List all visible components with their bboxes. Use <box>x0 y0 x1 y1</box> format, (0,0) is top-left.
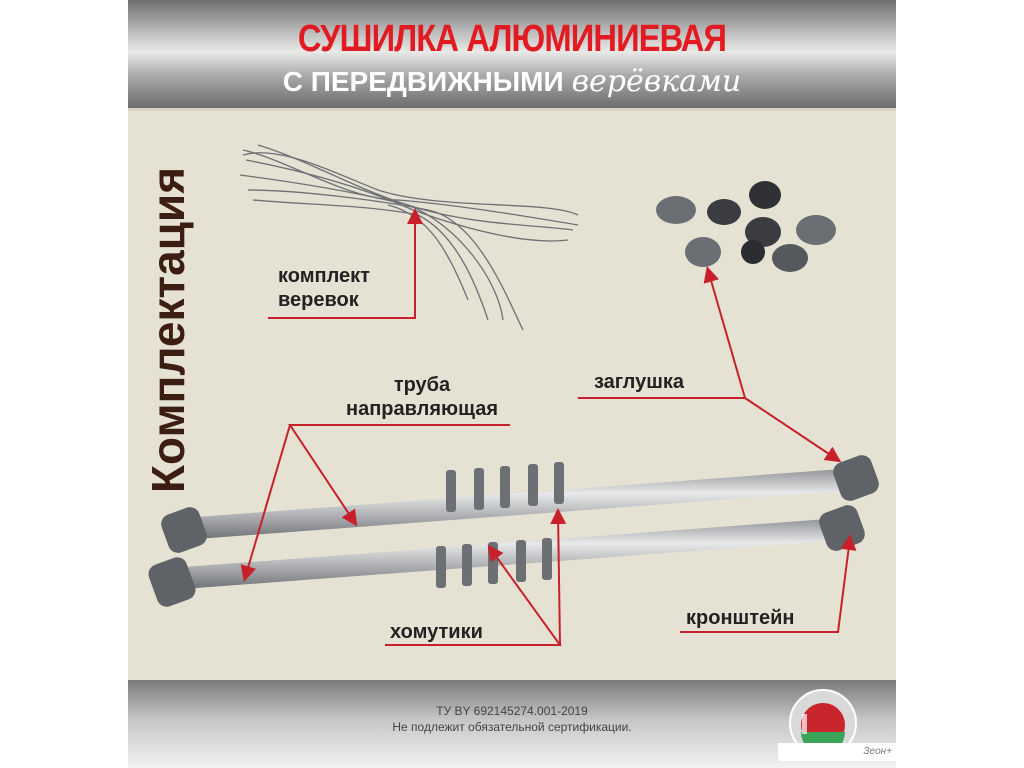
rail-assembly <box>148 455 879 607</box>
label-tube-line1: труба <box>393 374 451 396</box>
label-tube-line2: направляющая <box>345 398 499 420</box>
label-tube: труба направляющая <box>312 373 532 421</box>
product-illustration <box>148 144 879 646</box>
label-ropes: комплект веревок <box>278 264 370 312</box>
subtitle-script: верёвками <box>571 64 742 99</box>
label-ropes-line1: комплект <box>278 265 370 287</box>
spec-text: ТУ BY 692145274.001-2019 <box>436 704 588 718</box>
end-caps <box>656 181 836 272</box>
pointer-lines <box>240 208 857 646</box>
label-ropes-line2: веревок <box>278 289 359 311</box>
product-title: СУШИЛКА АЛЮМИНИЕВАЯ <box>297 18 727 60</box>
label-cap: заглушка <box>594 371 684 393</box>
section-title: Комплектация <box>142 166 194 494</box>
label-clamps: хомутики <box>390 621 483 643</box>
brand-watermark: Зеон+ <box>778 743 896 761</box>
footer: ТУ BY 692145274.001-2019 Не подлежит обя… <box>128 680 896 768</box>
certification-note: Не подлежит обязательной сертификации. <box>392 720 632 734</box>
label-bracket: кронштейн <box>686 607 795 629</box>
subtitle-text: С ПЕРЕДВИЖНЫМИ <box>282 66 564 97</box>
